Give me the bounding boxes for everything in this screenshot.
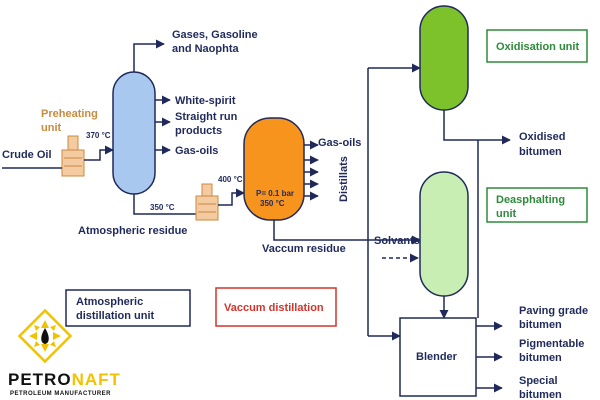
oxidised-label-2: bitumen — [519, 146, 562, 158]
temp-370-label: 370 °C — [86, 131, 111, 140]
logo-tagline: PETROLEUM MANUFACTURER — [10, 391, 111, 397]
vaccum-distillation-label: Vaccum distillation — [224, 302, 324, 314]
vacuum-furnace-icon — [195, 183, 219, 221]
blender-box — [399, 317, 477, 397]
gases-outlet-line — [133, 39, 165, 72]
paving-label-1: Paving grade — [519, 305, 588, 317]
pigmentable-label-2: bitumen — [519, 352, 562, 364]
atm-unit-label-1: Atmospheric — [76, 296, 143, 308]
oxidised-label-1: Oxidised — [519, 131, 565, 143]
preheating-label-1: Preheating — [41, 108, 98, 120]
preheating-furnace-icon — [61, 135, 85, 177]
temp-350-label-a: 350 °C — [150, 203, 175, 212]
vaccum-residue-label: Vaccum residue — [262, 243, 346, 255]
atmospheric-column — [112, 71, 156, 195]
vacuum-pressure-label: P= 0.1 bar — [256, 189, 294, 198]
distillats-label: Distillats — [338, 156, 350, 202]
logo-emblem-icon — [17, 308, 73, 364]
deasphalting-column — [419, 171, 469, 297]
furnace-to-vacuum-line — [218, 188, 245, 206]
atmospheric-residue-line — [133, 194, 205, 215]
atmospheric-residue-label: Atmospheric residue — [78, 225, 187, 237]
gas-oils-label-1: Gas-oils — [175, 145, 218, 157]
straight-run-label-1: Straight run — [175, 111, 238, 123]
straight-run-label-2: products — [175, 125, 222, 137]
atm-unit-label-2: distillation unit — [76, 310, 155, 322]
solvants-label: Solvants — [374, 235, 420, 247]
pigmentable-label-1: Pigmentable — [519, 338, 584, 350]
deasphalting-unit-box — [486, 187, 588, 223]
special-label-1: Special — [519, 375, 558, 387]
gas-oils-label-2: Gas-oils — [318, 137, 361, 149]
white-spirit-label: White-spirit — [175, 95, 236, 107]
atmospheric-distillation-box — [65, 289, 191, 327]
furnace-to-column-line — [84, 145, 114, 161]
oxidisation-unit-label: Oxidisation unit — [496, 41, 579, 53]
vaccum-residue-line — [273, 220, 368, 241]
vaccum-distillation-box — [215, 287, 337, 327]
blender-label: Blender — [416, 351, 458, 363]
oxidisation-column — [419, 5, 469, 111]
gases-label-1: Gases, Gasoline — [172, 29, 258, 41]
paving-label-2: bitumen — [519, 319, 562, 331]
special-label-2: bitumen — [519, 389, 562, 400]
crude-oil-label: Crude Oil — [2, 149, 52, 161]
vacuum-temp-label: 350 °C — [260, 199, 285, 208]
petronaft-logo: PETRONAFT PETROLEUM MANUFACTURER — [8, 308, 121, 397]
deasphalting-label-1: Deasphalting — [496, 194, 565, 206]
oxidisation-unit-box — [486, 29, 588, 63]
deasphalting-label-2: unit — [496, 208, 516, 220]
oxidised-outlet-line — [443, 110, 511, 145]
temp-400-label: 400 °C — [218, 175, 243, 184]
logo-text-petro: PETRONAFT — [8, 370, 121, 389]
preheating-label-2: unit — [41, 122, 61, 134]
gases-label-2: and Naophta — [172, 43, 239, 55]
